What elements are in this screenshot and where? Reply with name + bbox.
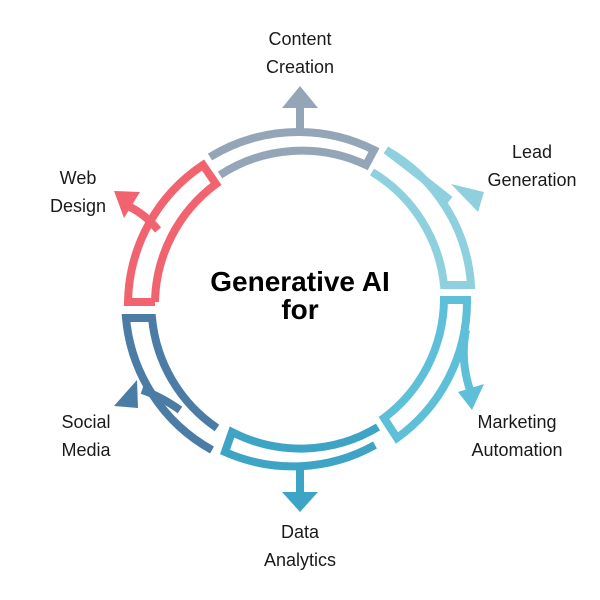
segment-content-creation	[207, 108, 380, 179]
label-web-design: Web Design	[28, 164, 128, 220]
segment-marketing-automation	[378, 296, 474, 444]
label-web-design-line2: Design	[49, 196, 107, 216]
segment-data-analytics	[220, 423, 381, 492]
label-content-creation-line1: Content	[268, 29, 332, 49]
center-title-line1: Generative AI	[210, 266, 390, 297]
label-marketing-automation-line1: Marketing	[477, 412, 557, 432]
label-lead-generation: Lead Generation	[478, 138, 586, 194]
center-title: Generative AI for	[150, 268, 450, 324]
label-social-media-line1: Social	[61, 412, 111, 432]
content-creation-outer-arc	[207, 127, 301, 161]
marketing-automation-arm	[459, 329, 474, 392]
lead-generation-band	[369, 146, 476, 289]
label-marketing-automation: Marketing Automation	[458, 408, 576, 464]
label-data-analytics-line1: Data	[280, 522, 320, 542]
segment-lead-generation	[369, 146, 476, 289]
web-design-arrowhead	[114, 191, 140, 218]
lead-generation-arm	[383, 146, 453, 204]
label-content-creation-line2: Creation	[265, 57, 335, 77]
label-social-media-line2: Media	[61, 440, 111, 460]
lead-generation-arrowhead	[451, 184, 484, 212]
segment-social-media	[121, 314, 220, 454]
label-data-analytics: Data Analytics	[250, 518, 350, 574]
center-title-line2: for	[281, 294, 319, 325]
data-analytics-band	[220, 423, 381, 471]
label-content-creation: Content Creation	[250, 25, 350, 81]
label-marketing-automation-line2: Automation	[471, 440, 563, 460]
label-data-analytics-line2: Analytics	[263, 550, 337, 570]
marketing-automation-arrowhead	[458, 384, 484, 410]
data-analytics-arrowhead	[282, 492, 318, 512]
label-lead-generation-line1: Lead	[511, 142, 553, 162]
content-creation-arrowhead	[282, 86, 318, 108]
social-media-band	[121, 314, 220, 454]
label-social-media: Social Media	[36, 408, 136, 464]
social-media-arm	[140, 386, 183, 414]
content-creation-band	[217, 108, 380, 179]
label-web-design-line1: Web	[59, 168, 97, 188]
web-design-arm	[126, 202, 162, 233]
label-lead-generation-line2: Generation	[487, 170, 577, 190]
segment-web-design	[123, 159, 222, 306]
social-media-arrowhead	[114, 380, 138, 408]
web-design-band	[123, 159, 222, 306]
